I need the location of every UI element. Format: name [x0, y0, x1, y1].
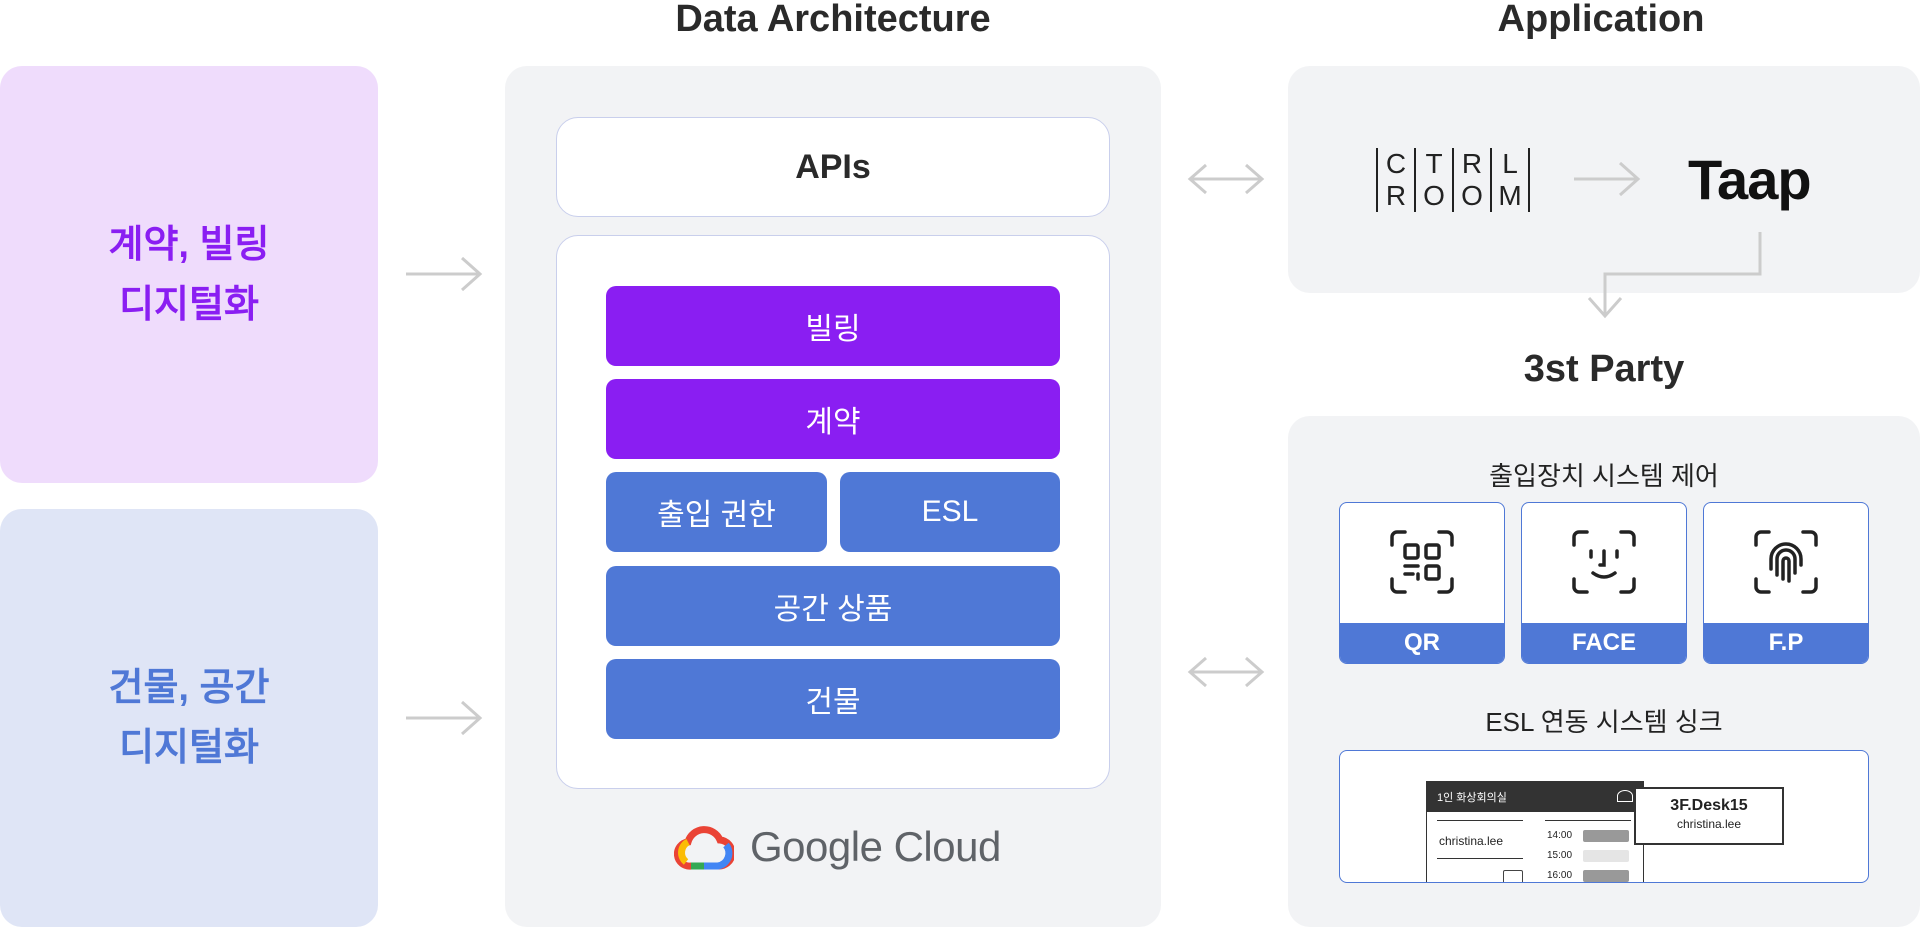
ctrl-letter: L — [1492, 148, 1530, 180]
room-letter: M — [1492, 180, 1530, 212]
room-screen: 1인 화상회의실 christina.lee 14:00 15:00 16:00 — [1426, 781, 1644, 882]
bidirectional-arrow-icon — [1186, 652, 1266, 692]
time-slot-bar — [1583, 870, 1629, 882]
desk-label: 3F.Desk15 — [1670, 797, 1748, 814]
screen-qr-icon — [1503, 870, 1523, 882]
esl-layer: ESL — [840, 472, 1060, 552]
time-slot-label: 15:00 — [1547, 850, 1573, 861]
room-name: 1인 화상회의실 — [1437, 792, 1507, 804]
building-space-line1: 건물, 공간 — [108, 667, 270, 709]
data-architecture-heading: Data Architecture — [675, 0, 991, 40]
fingerprint-icon — [1753, 529, 1819, 600]
taap-logo: Taap — [1688, 148, 1812, 211]
face-device-tile: FACE — [1521, 502, 1687, 664]
contract-billing-line2: 디지털화 — [119, 283, 259, 326]
room-letter: O — [1416, 180, 1454, 212]
ctrl-room-logo: C T R L R O O M — [1376, 148, 1532, 212]
google-cloud-text: Google Cloud — [750, 823, 1001, 870]
arrow-right-icon — [404, 254, 484, 294]
arrow-right-icon — [404, 698, 484, 738]
cloud-icon — [673, 822, 736, 872]
fingerprint-label: F.P — [1704, 623, 1868, 663]
building-layer: 건물 — [606, 659, 1060, 739]
time-slot-label: 16:00 — [1547, 870, 1573, 881]
face-id-icon — [1571, 529, 1637, 600]
screen-user: christina.lee — [1439, 834, 1504, 848]
user-icon — [1617, 790, 1633, 802]
qr-label: QR — [1340, 623, 1504, 663]
fingerprint-device-tile: F.P — [1703, 502, 1869, 664]
desk-label-card: 3F.Desk15 christina.lee — [1634, 787, 1784, 845]
room-letter: R — [1378, 180, 1416, 212]
time-slot-label: 14:00 — [1547, 830, 1573, 841]
esl-sync-title: ESL 연동 시스템 싱크 — [1485, 707, 1723, 737]
contract-layer: 계약 — [606, 379, 1060, 459]
contract-billing-line1: 계약, 빌링 — [108, 223, 270, 266]
apis-label: APIs — [795, 147, 871, 186]
arrow-right-icon — [1572, 159, 1642, 199]
room-letter: O — [1454, 180, 1492, 212]
third-party-heading: 3st Party — [1523, 348, 1685, 390]
bidirectional-arrow-icon — [1186, 159, 1266, 199]
ctrl-letter: R — [1454, 148, 1492, 180]
qr-icon — [1389, 529, 1455, 600]
esl-preview-box: 1인 화상회의실 christina.lee 14:00 15:00 16:00… — [1339, 750, 1869, 883]
apis-box: APIs — [556, 117, 1110, 217]
desk-user: christina.lee — [1676, 817, 1742, 831]
google-cloud-logo: Google Cloud — [673, 822, 1001, 872]
billing-layer: 빌링 — [606, 286, 1060, 366]
face-label: FACE — [1522, 623, 1686, 663]
ctrl-letter: C — [1378, 148, 1416, 180]
access-permission-layer: 출입 권한 — [606, 472, 827, 552]
space-product-layer: 공간 상품 — [606, 566, 1060, 646]
time-slot-bar — [1583, 830, 1629, 842]
arrow-down-icon — [1585, 230, 1765, 320]
room-screen-header: 1인 화상회의실 — [1427, 782, 1643, 812]
access-control-title: 출입장치 시스템 제어 — [1489, 461, 1719, 491]
building-space-card: 건물, 공간 디지털화 — [0, 509, 378, 927]
application-heading: Application — [1497, 0, 1705, 40]
time-slot-bar — [1583, 850, 1629, 862]
ctrl-letter: T — [1416, 148, 1454, 180]
building-space-line2: 디지털화 — [119, 727, 259, 769]
contract-billing-card: 계약, 빌링 디지털화 — [0, 66, 378, 483]
qr-device-tile: QR — [1339, 502, 1505, 664]
